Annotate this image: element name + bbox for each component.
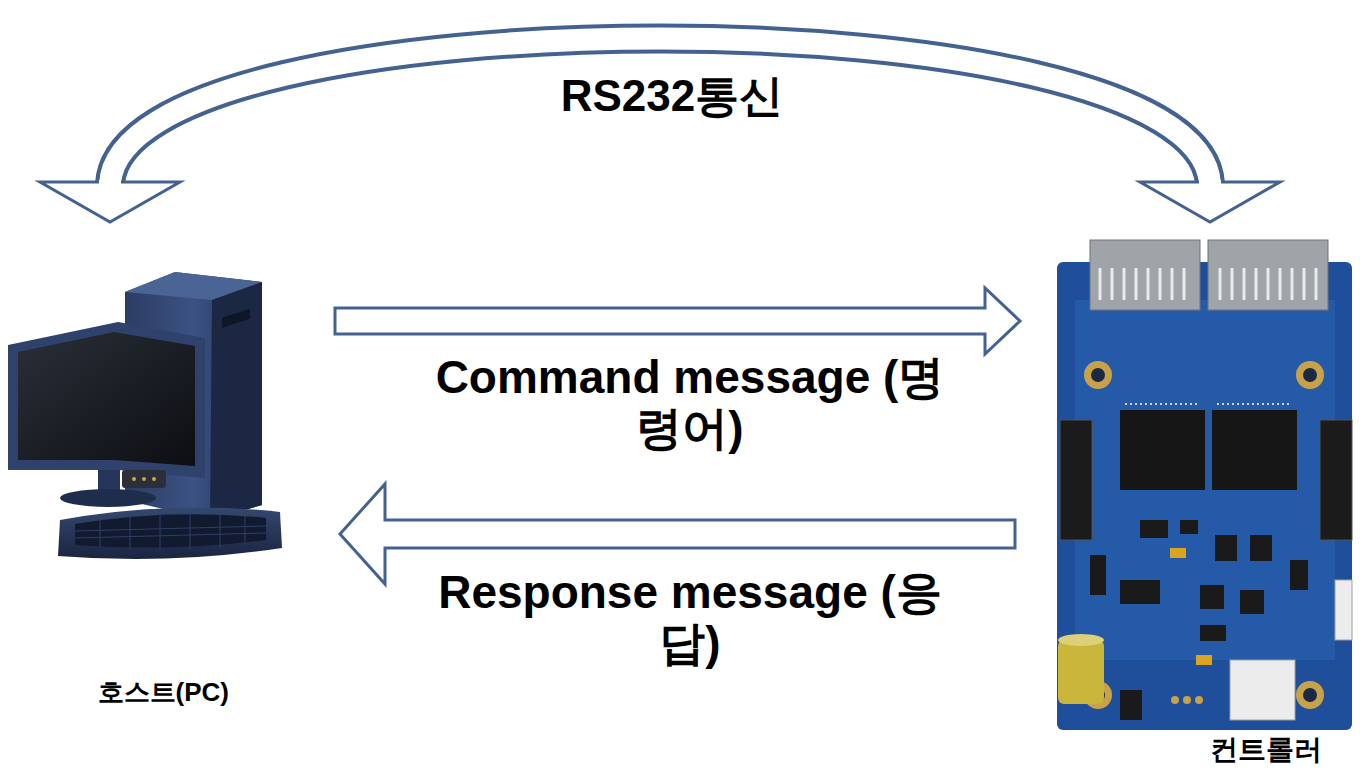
device-label: 컨트롤러 <box>1209 733 1323 767</box>
hollow-arrow <box>335 288 1020 354</box>
pcb <box>1057 262 1352 730</box>
driver-chip <box>1120 410 1205 490</box>
side-header <box>1320 420 1352 540</box>
device-node: 호스트(PC) <box>0 225 335 715</box>
edge-label: Response message (응답) <box>420 567 960 668</box>
device-node: 컨트롤러 <box>1050 225 1356 770</box>
side-header <box>1060 420 1092 540</box>
capacitor <box>1058 640 1104 704</box>
monitor-frame <box>8 322 205 478</box>
edge-label: Command message (명령어) <box>420 352 960 453</box>
monitor-neck <box>98 470 120 492</box>
keyboard-keys <box>75 514 266 547</box>
pcb-inner <box>1075 300 1335 660</box>
pc-tower-front <box>210 282 262 520</box>
header-connector <box>1090 240 1200 310</box>
monitor-screen <box>18 332 195 466</box>
header-connector <box>1208 240 1328 310</box>
small-device <box>122 470 166 488</box>
device-label: 호스트(PC) <box>96 677 230 708</box>
edge-label: RS232통신 <box>561 72 784 120</box>
monitor-stand <box>60 489 156 507</box>
keyboard <box>58 508 282 560</box>
pc-drive-slot <box>222 309 250 328</box>
driver-chip <box>1212 410 1297 490</box>
power-connector <box>1230 660 1295 720</box>
curved-double-arrow <box>40 39 1280 223</box>
